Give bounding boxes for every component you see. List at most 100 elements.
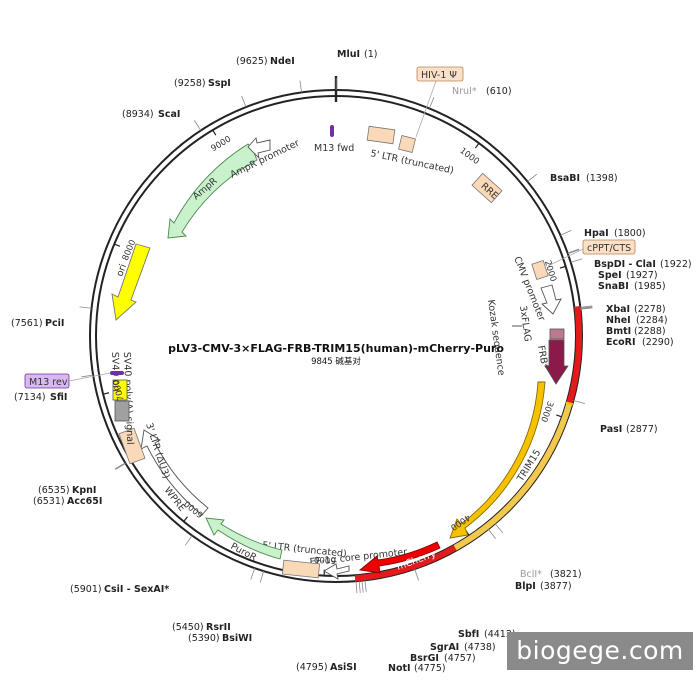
mcherry-feature: [358, 541, 441, 574]
site-kpni-pos: (6535): [38, 485, 70, 496]
site-sbfi[interactable]: SbfI: [458, 629, 479, 640]
cppt-box: [582, 239, 636, 255]
ori-label: ori: [114, 263, 129, 278]
site-asisi[interactable]: AsiSI: [330, 662, 357, 673]
site-leader-bcli-: [494, 523, 504, 534]
site-nhei[interactable]: NheI: [606, 315, 631, 326]
hiv-psi-feature: [398, 135, 416, 153]
ltr3-label: 3' LTR (ΔU3): [143, 422, 171, 481]
site-sbfi-pos: (4412): [484, 629, 516, 640]
site-acc65i-pos: (6531): [33, 496, 65, 507]
site-leader-sspi: [241, 95, 247, 108]
rre-feature: [471, 172, 503, 204]
site-ndei[interactable]: NdeI: [270, 56, 295, 67]
highlight-arcs: [354, 306, 582, 582]
site-scai[interactable]: ScaI: [158, 109, 180, 120]
site-bsiwi[interactable]: BsiWI: [222, 633, 252, 644]
site-pcii-pos: (7561): [11, 318, 43, 329]
site-snabi-pos: (1985): [634, 281, 666, 292]
site-hpai[interactable]: HpaI: [584, 228, 609, 239]
site-rsrii-pos: (5450): [172, 622, 204, 633]
site-csii-sexai[interactable]: CsiI - SexAI*: [104, 584, 169, 595]
cppt-box-label: cPPT/CTS: [587, 243, 631, 254]
tick-6000: [183, 516, 188, 522]
site-spei[interactable]: SpeI: [598, 270, 622, 281]
site-bspdi-clai-pos: (1922): [660, 259, 692, 270]
site-leader-lines: [79, 77, 593, 594]
watermark: biogege.com: [507, 632, 693, 670]
site-scai-pos: (8934): [122, 109, 154, 120]
insert-red-arc-1: [566, 306, 582, 405]
site-acc65i[interactable]: Acc65I: [67, 496, 102, 507]
site-hpai-pos: (1800): [614, 228, 646, 239]
m13-rev-box-label: M13 rev: [29, 377, 68, 388]
insert-marker: [565, 401, 574, 406]
site-leader-sfii: [81, 374, 94, 378]
backbone-inner: [95, 95, 577, 577]
site-leader-sbfi: [414, 568, 419, 581]
plasmid-size: 9845 碱基对: [311, 356, 361, 367]
site-leader-sgrai: [364, 580, 367, 593]
site-blpi-pos: (3877): [540, 581, 572, 592]
tick-2000: [559, 265, 566, 269]
site-bmti-pos: (2288): [634, 326, 666, 337]
tick-label-5000: 5000: [314, 554, 336, 565]
site-pasi[interactable]: PasI: [600, 424, 622, 435]
cppt-feature: [531, 260, 549, 280]
site-sspi[interactable]: SspI: [208, 78, 231, 89]
hiv-psi-box-label: HIV-1 Ψ: [421, 70, 457, 81]
site-sfii[interactable]: SfiI: [50, 392, 67, 403]
site-leader-hpai: [560, 229, 572, 236]
site-bsabi[interactable]: BsaBI: [550, 173, 580, 184]
wpre-feature: [140, 429, 209, 516]
site-leader-pcii: [79, 306, 92, 309]
ltr5-top-feature: [366, 125, 396, 145]
site-nrui-pos: (610): [486, 86, 512, 97]
hiv-psi-leader: [415, 80, 437, 138]
site-mlui[interactable]: MluI: [337, 49, 360, 60]
site-bcli[interactable]: BclI*: [520, 569, 542, 580]
flag-feature: [549, 328, 565, 340]
site-bsrgi[interactable]: BsrGI: [410, 653, 439, 664]
ori-feature: [111, 243, 151, 321]
site-xbai-pos: (2278): [634, 304, 666, 315]
site-ecori-pos: (2290): [642, 337, 674, 348]
site-leader-blpi: [487, 528, 496, 539]
sv40polya-label: SV40 poly(A) signal: [121, 352, 135, 445]
m13-fwd-label: M13 fwd: [314, 143, 354, 154]
tick-9000: [212, 129, 217, 136]
flag-label: 3xFLAG: [517, 305, 533, 343]
site-nrui[interactable]: NruI*: [452, 86, 477, 97]
site-leader-rsrii: [250, 568, 256, 580]
site-asisi-pos: (4795): [296, 662, 328, 673]
puror-feature: [205, 517, 283, 560]
site-noti[interactable]: NotI: [388, 663, 411, 674]
site-snabi[interactable]: SnaBI: [598, 281, 629, 292]
tick-1000: [474, 142, 480, 149]
site-leader-kpni: [114, 462, 126, 470]
site-pasi-pos: (2877): [626, 424, 658, 435]
site-leader-bsrgi: [361, 580, 364, 593]
site-leader-asisi: [355, 581, 358, 594]
site-sgrai[interactable]: SgrAI: [430, 642, 459, 653]
site-xbai[interactable]: XbaI: [606, 304, 630, 315]
site-leader-ecori: [580, 307, 593, 310]
site-kpni[interactable]: KpnI: [72, 485, 96, 496]
site-bmti[interactable]: BmtI: [606, 326, 631, 337]
site-leader-ndei: [299, 80, 302, 93]
site-bsrgi-pos: (4757): [444, 653, 476, 664]
site-leader-noti: [358, 580, 361, 593]
plasmid-title: pLV3-CMV-3×FLAG-FRB-TRIM15(human)-mCherr…: [168, 342, 504, 355]
site-blpi[interactable]: BlpI: [515, 581, 536, 592]
site-ecori[interactable]: EcoRI: [606, 337, 636, 348]
site-leader-nrui-: [428, 97, 435, 109]
site-bspdi-clai[interactable]: BspDI - ClaI: [594, 259, 656, 270]
site-leader-scai: [193, 120, 202, 131]
site-nhei-pos: (2284): [636, 315, 668, 326]
site-leader-pasi: [573, 400, 586, 405]
site-rsrii[interactable]: RsrII: [206, 622, 231, 633]
site-csii-sexai-pos: (5901): [70, 584, 102, 595]
tick-7000: [103, 392, 110, 395]
site-pcii[interactable]: PciI: [45, 318, 64, 329]
site-leader-csii-sexai-: [184, 535, 193, 546]
